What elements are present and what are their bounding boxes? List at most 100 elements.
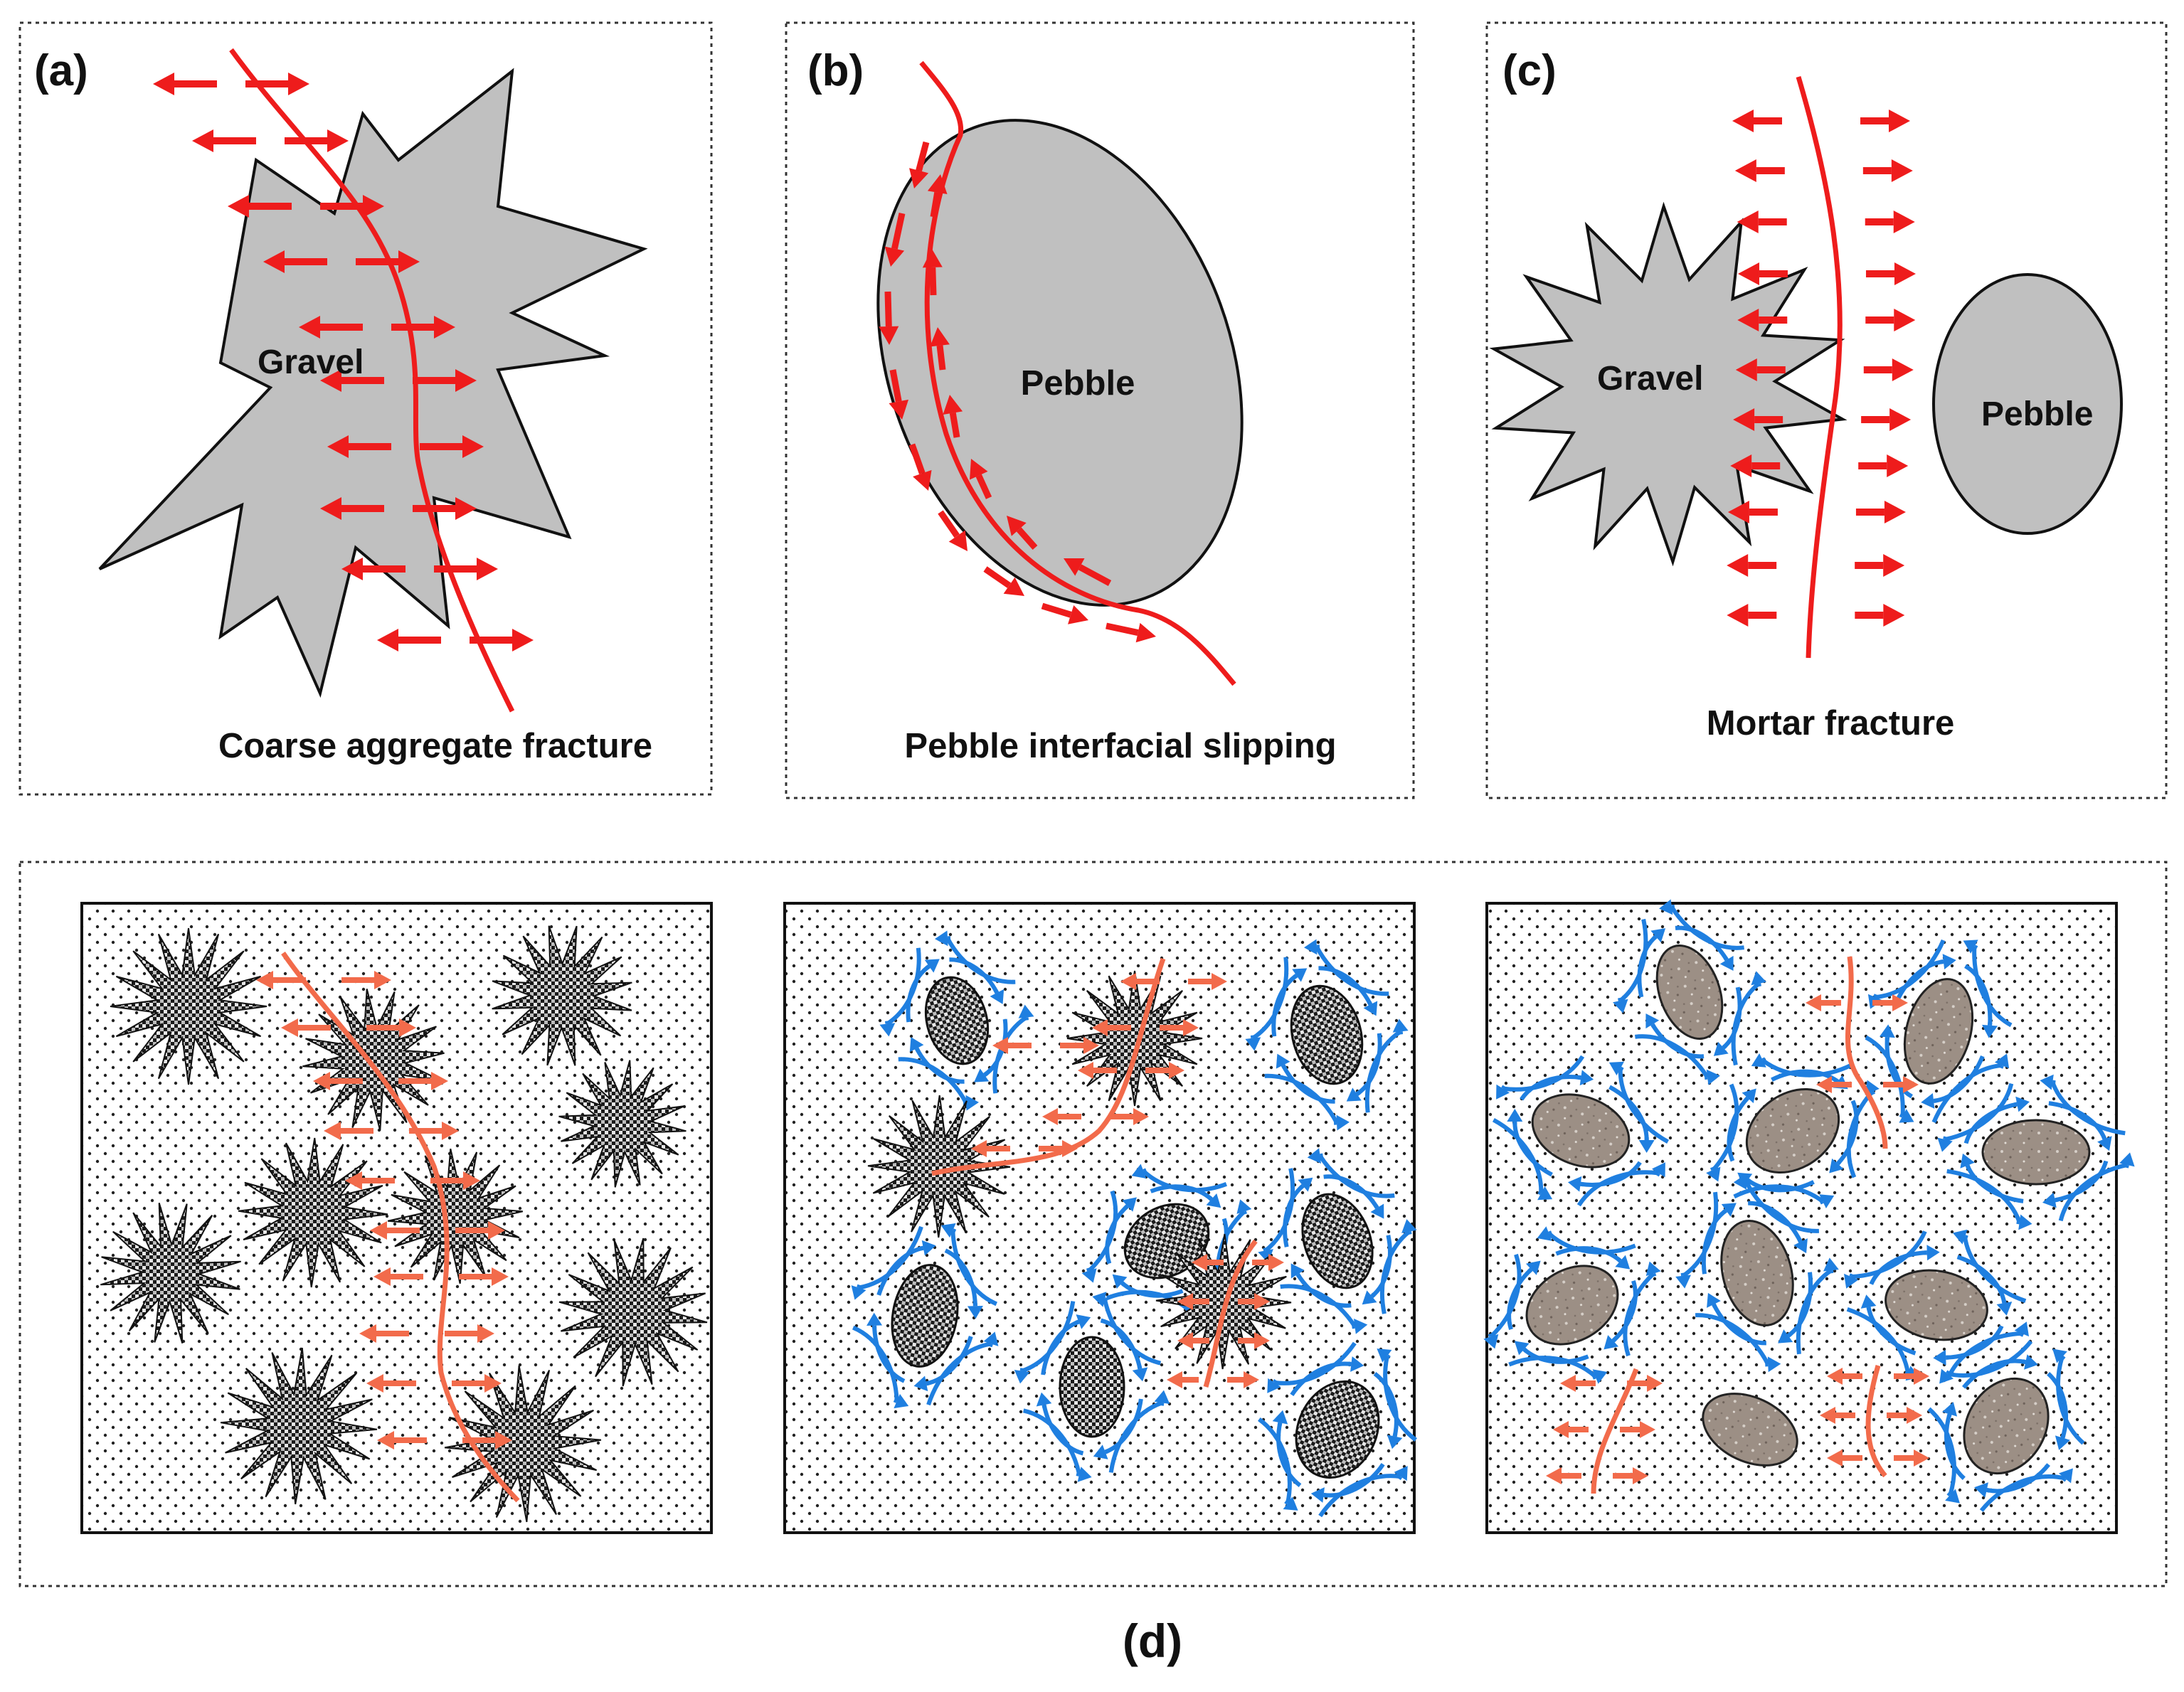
arrow-pair [1120, 973, 1227, 990]
arrow-head [1135, 622, 1156, 643]
arrow-head [909, 168, 929, 188]
shear-arc [1283, 1183, 1305, 1247]
arrow-head [1883, 554, 1905, 577]
arrow-head [921, 1240, 936, 1256]
shear-arrow [1112, 1274, 1128, 1289]
arrow-head [431, 1072, 448, 1090]
shear-arrow [2042, 1192, 2059, 1208]
arrow-head [1131, 1164, 1147, 1179]
arrow-head [1081, 1268, 1097, 1283]
pebble-label: Pebble [1021, 364, 1135, 403]
arrow-shaft [1355, 1090, 1361, 1096]
arrow-head [1819, 1194, 1835, 1208]
arrow-shaft [1143, 1168, 1147, 1174]
shear-arrow [1793, 1238, 1808, 1254]
shear-arc [1364, 1029, 1402, 1113]
shear-arrow [1363, 1001, 1378, 1016]
shear-arrow [1939, 1368, 1954, 1384]
shear-arc [2058, 1162, 2128, 1222]
arrow-head [341, 558, 363, 580]
shear-arc [950, 1230, 997, 1307]
arrow-pair [281, 1018, 416, 1037]
arrow-shaft [1671, 904, 1675, 910]
arrow-shaft [987, 1343, 993, 1348]
right-arrow [1860, 110, 1910, 132]
left-arrow [1735, 358, 1786, 381]
gravel-particle [492, 925, 632, 1066]
shear-arrow [1778, 1329, 1793, 1344]
arrow-head [1816, 1076, 1832, 1093]
shear-arrow [1733, 1174, 1749, 1190]
arrow-shaft [1836, 1160, 1842, 1166]
arrow-head [971, 1140, 987, 1157]
panel-b-tag: (b) [807, 46, 864, 95]
arrow-head [1401, 1219, 1417, 1233]
arrow-shaft [1680, 1272, 1686, 1277]
arrow-head [1887, 454, 1909, 477]
shear-arrow [1982, 1022, 1998, 1038]
arrow-head [495, 1431, 512, 1449]
arrow-head [1806, 994, 1821, 1011]
right-arrow [1862, 159, 1913, 182]
arrow-head [1647, 1375, 1663, 1392]
arrow-head [1254, 1332, 1270, 1349]
shear-arc [1744, 1181, 1820, 1233]
arrow-shaft [2124, 1164, 2129, 1169]
arrow-head [930, 327, 950, 347]
shear-arc [1264, 1073, 1339, 1124]
arrow-head [1921, 1092, 1935, 1109]
arrow-shaft [1746, 1179, 1749, 1184]
crack-line [1203, 1239, 1258, 1388]
gravel-particle [444, 1365, 602, 1523]
right-arrow [1238, 1293, 1270, 1310]
shear-arc [2048, 1101, 2107, 1140]
arrow-head [1751, 971, 1766, 986]
shear-arrow [1721, 1203, 1737, 1217]
shear-arrow [1394, 1466, 1408, 1481]
shear-arrow [1303, 939, 1320, 955]
arrow-head [1307, 1148, 1322, 1164]
shear-arc [1507, 1267, 1533, 1331]
panel-c-tag: (c) [1502, 46, 1557, 95]
arrow-head [1892, 994, 1908, 1011]
arrow-head [1737, 262, 1759, 285]
arrow-head [377, 629, 398, 651]
arrow-shaft [1616, 1257, 1622, 1263]
arrow-head [1122, 1197, 1137, 1212]
arrow-pair [1042, 1108, 1149, 1125]
left-arrow [153, 73, 217, 95]
shear-arc [1608, 1085, 1649, 1141]
arrow-head [1706, 1166, 1721, 1182]
arrow-head [913, 1376, 928, 1392]
shear-arc [1675, 925, 1729, 962]
right-arrow [1855, 604, 1905, 627]
shear-arrow [1952, 1229, 1968, 1245]
gravel-shape-c [1489, 201, 1848, 567]
shear-arc [1733, 1184, 1824, 1203]
arrow-head [2097, 1136, 2112, 1151]
arrow-head [455, 497, 477, 520]
right-arrow [1627, 1375, 1663, 1392]
shear-arc [1489, 1253, 1522, 1339]
shear-arrow [2052, 1348, 2067, 1363]
shear-arrow [1537, 1186, 1553, 1201]
slip-arrow-up [1064, 558, 1112, 586]
shear-arc [1315, 946, 1389, 996]
arrow-shaft [1024, 1017, 1029, 1021]
shear-arc [1290, 1361, 1352, 1396]
arrow-shaft [1924, 1250, 1927, 1255]
left-arrow [373, 1267, 423, 1286]
arrow-head [1884, 501, 1906, 523]
gravel-particle [558, 1060, 687, 1188]
arrow-head [1092, 1019, 1108, 1036]
shear-arc [926, 1341, 992, 1406]
arrow-head [1721, 1203, 1737, 1217]
shear-arc [1944, 1413, 1966, 1481]
left-arrow [1737, 262, 1788, 285]
panel-a: (a) Gravel Coarse aggregate fracture [18, 21, 713, 796]
shear-arc [1963, 1236, 2027, 1304]
arrow-head [1276, 1053, 1290, 1069]
right-arrow [1855, 501, 1906, 523]
d1-contents [100, 925, 708, 1523]
shear-arrow [1267, 1378, 1281, 1393]
